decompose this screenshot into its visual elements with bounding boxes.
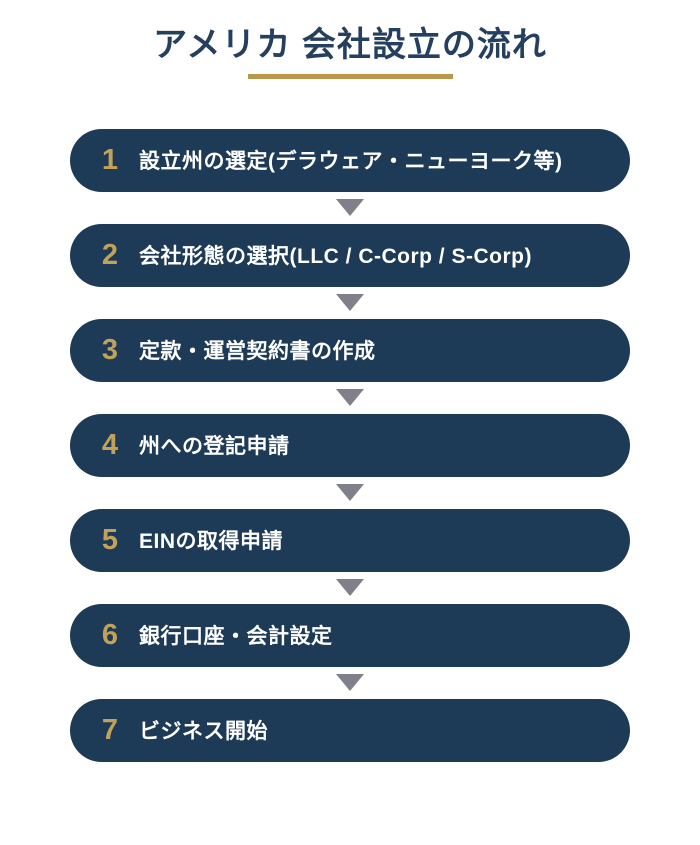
page-title: アメリカ 会社設立の流れ — [153, 26, 547, 64]
arrow-down-icon — [336, 293, 364, 311]
step-label: EINの取得申請 — [139, 530, 284, 553]
step-5: 5 EINの取得申請 — [70, 508, 630, 572]
step-number: 2 — [101, 238, 119, 271]
step-3: 3 定款・運営契約書の作成 — [70, 318, 630, 382]
step-number: 6 — [101, 618, 119, 651]
step-label: ビジネス開始 — [139, 720, 268, 743]
step-label: 州への登記申請 — [139, 435, 290, 458]
header: アメリカ 会社設立の流れ — [0, 0, 700, 79]
arrow-down-icon — [336, 198, 364, 216]
step-label: 定款・運営契約書の作成 — [139, 340, 376, 363]
step-1: 1 設立州の選定(デラウェア・ニューヨーク等) — [70, 128, 630, 192]
step-number: 7 — [101, 713, 119, 746]
step-number: 5 — [101, 523, 119, 556]
arrow-down-icon — [336, 388, 364, 406]
step-6: 6 銀行口座・会計設定 — [70, 603, 630, 667]
flow-steps: 1 設立州の選定(デラウェア・ニューヨーク等) 2 会社形態の選択(LLC / … — [0, 128, 700, 762]
arrow-down-icon — [336, 673, 364, 691]
step-2: 2 会社形態の選択(LLC / C-Corp / S-Corp) — [70, 223, 630, 287]
step-label: 会社形態の選択(LLC / C-Corp / S-Corp) — [139, 245, 532, 268]
title-underline — [247, 73, 453, 79]
step-label: 設立州の選定(デラウェア・ニューヨーク等) — [139, 150, 563, 173]
step-7: 7 ビジネス開始 — [70, 698, 630, 762]
step-number: 3 — [101, 333, 119, 366]
step-label: 銀行口座・会計設定 — [139, 625, 333, 648]
step-4: 4 州への登記申請 — [70, 413, 630, 477]
step-number: 1 — [101, 143, 119, 176]
arrow-down-icon — [336, 483, 364, 501]
step-number: 4 — [101, 428, 119, 461]
arrow-down-icon — [336, 578, 364, 596]
